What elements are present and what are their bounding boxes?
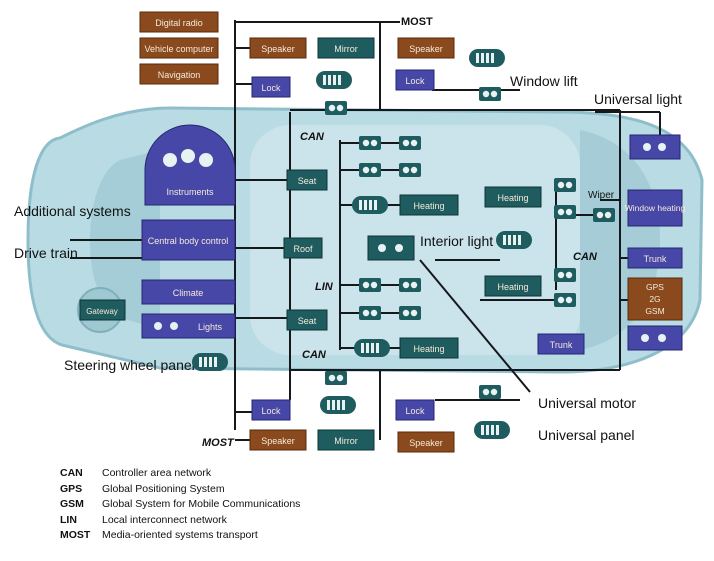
heating-bottom-label: Heating bbox=[413, 344, 444, 354]
heating-center-label: Heating bbox=[413, 201, 444, 211]
legend-definition: Local interconnect network bbox=[102, 513, 227, 526]
lock-bottom-left-label: Lock bbox=[261, 406, 281, 416]
speaker-bottom-right-label: Speaker bbox=[409, 438, 443, 448]
steering-wheel-panel-text: Steering wheel panel bbox=[64, 357, 195, 373]
interior-light-label: Interior light bbox=[420, 233, 493, 249]
navigation-label: Navigation bbox=[158, 70, 201, 80]
roof-label: Roof bbox=[293, 244, 313, 254]
steering-wheel-panel-label: Steering wheel panel bbox=[64, 357, 195, 373]
legend-abbr: GPS bbox=[60, 482, 83, 495]
universal-panel-label: Universal panel bbox=[538, 427, 635, 443]
window-lift-label: Window lift bbox=[510, 73, 578, 89]
legend-row: CAN Controller area network bbox=[60, 466, 700, 482]
legend-abbr: CAN bbox=[60, 467, 83, 479]
drive-train-label: Drive train bbox=[14, 245, 78, 261]
universal-motor-label: Universal motor bbox=[538, 395, 636, 411]
heating-right-bottom-label: Heating bbox=[497, 282, 528, 292]
trunk-label: Trunk bbox=[644, 254, 667, 264]
legend-definition: Controller area network bbox=[102, 467, 212, 479]
mirror-bottom-label: Mirror bbox=[334, 436, 358, 446]
vehicle-computer-label: Vehicle computer bbox=[144, 44, 213, 54]
gps-label: GPS bbox=[646, 282, 664, 292]
legend-row: MOST Media-oriented systems transport bbox=[60, 528, 700, 544]
seat-bottom-label: Seat bbox=[298, 316, 317, 326]
additional-systems-label: Additional systems bbox=[14, 203, 131, 219]
lock-top-left-label: Lock bbox=[261, 83, 281, 93]
gateway-label: Gateway bbox=[86, 307, 118, 316]
trunk-bottom-label: Trunk bbox=[550, 340, 573, 350]
can-right-label: CAN bbox=[573, 251, 598, 263]
legend-row: GPS Global Positioning System bbox=[60, 482, 700, 498]
central-body-control-label: Central body control bbox=[148, 236, 229, 246]
speaker-bottom-left-label: Speaker bbox=[261, 436, 295, 446]
most-bottom-label: MOST bbox=[202, 437, 235, 449]
climate-label: Climate bbox=[173, 288, 204, 298]
digital-radio-label: Digital radio bbox=[155, 18, 203, 28]
2g-label: 2G bbox=[649, 294, 660, 304]
legend-row: LIN Local interconnect network bbox=[60, 513, 700, 529]
lights-label: Lights bbox=[198, 322, 223, 332]
heating-right-top-label: Heating bbox=[497, 193, 528, 203]
lock-top-right-label: Lock bbox=[405, 76, 425, 86]
legend-abbr: LIN bbox=[60, 513, 77, 526]
lock-bottom-right-label: Lock bbox=[405, 406, 425, 416]
mirror-top-label: Mirror bbox=[334, 44, 358, 54]
legend-abbr: GSM bbox=[60, 498, 84, 511]
universal-light-label: Universal light bbox=[594, 91, 682, 107]
legend-abbr: MOST bbox=[60, 529, 91, 542]
legend-definition: Global System for Mobile Communications bbox=[102, 498, 301, 511]
seat-top-label: Seat bbox=[298, 176, 317, 186]
speaker-top-left-label: Speaker bbox=[261, 44, 295, 54]
legend-row: GSM Global System for Mobile Communicatio… bbox=[60, 497, 700, 513]
most-top-label: MOST bbox=[401, 16, 433, 28]
legend-definition: Global Positioning System bbox=[102, 482, 225, 495]
instruments-label: Instruments bbox=[166, 187, 214, 197]
window-heating-label: Window heating bbox=[625, 203, 686, 213]
can-bottom-label: CAN bbox=[302, 349, 327, 361]
lin-label: LIN bbox=[315, 281, 334, 293]
can-top-label: CAN bbox=[300, 131, 325, 143]
gsm-label: GSM bbox=[645, 306, 664, 316]
legend-definition: Media-oriented systems transport bbox=[102, 529, 258, 542]
top-left-brown-boxes: Digital radio Vehicle computer Navigatio… bbox=[139, 11, 219, 85]
wiper-label: Wiper bbox=[588, 190, 615, 201]
legend: CAN Controller area network GPS Global Pos… bbox=[60, 466, 700, 544]
speaker-top-right-label: Speaker bbox=[409, 44, 443, 54]
